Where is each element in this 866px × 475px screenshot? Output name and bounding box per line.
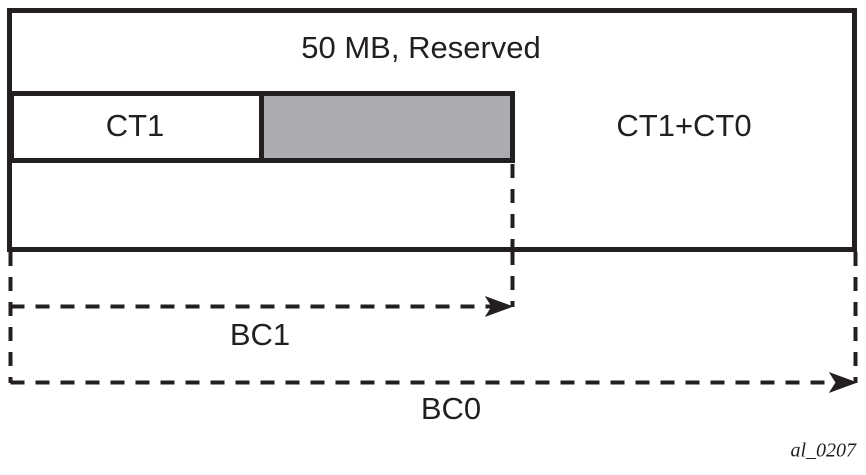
ct1-shaded-segment-box <box>259 91 515 163</box>
bc1-arrowhead-icon <box>484 296 514 317</box>
ct1-segment-box <box>9 91 264 163</box>
bc0-measure-label: BC0 <box>421 391 481 426</box>
ct1-segment-label: CT1 <box>106 108 165 143</box>
bc1-measure-label: BC1 <box>230 317 290 352</box>
figure-caption: al_0207 <box>790 440 857 462</box>
ct1-plus-ct0-segment-label: CT1+CT0 <box>616 108 751 143</box>
reserved-memory-label: 50 MB, Reserved <box>301 30 541 65</box>
bc0-arrowhead-icon <box>828 372 858 393</box>
